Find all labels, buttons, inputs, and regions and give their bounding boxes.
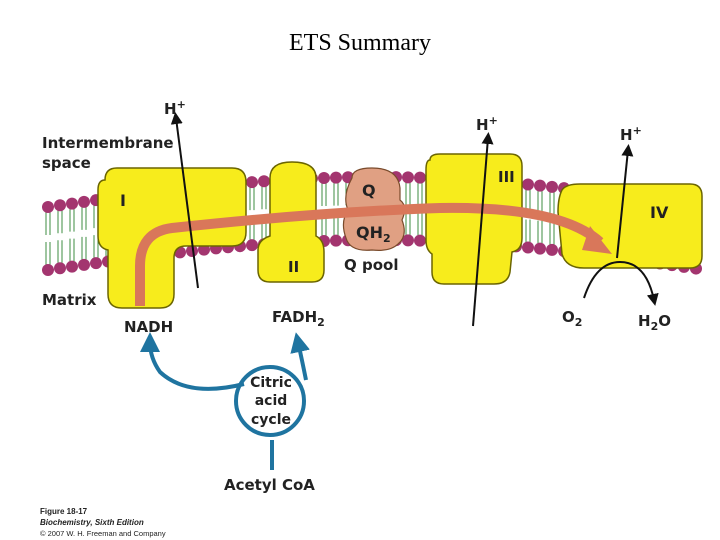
oxygen-reduction-arrow: [583, 260, 659, 306]
complex-iv-label: IV: [650, 203, 669, 222]
lipid-tail: [69, 238, 75, 263]
fadh2-label: FADH2: [272, 308, 325, 329]
intermembrane-label-line1: Intermembrane: [42, 134, 174, 152]
lipid-head: [42, 201, 54, 213]
q-pool-label: Q pool: [344, 256, 398, 274]
electron-path: [135, 202, 604, 306]
lipid-head: [66, 197, 78, 210]
lipid-head: [330, 171, 342, 184]
book-title: Biochemistry, Sixth Edition: [40, 518, 144, 527]
citric-label-line2: acid: [255, 393, 288, 409]
lipid-head: [54, 262, 66, 275]
electron-path-arrowhead: [582, 226, 612, 254]
page-title: ETS Summary: [289, 30, 431, 56]
acetyl-coa-label: Acetyl CoA: [224, 476, 315, 494]
lipid-head: [402, 234, 414, 247]
lipid-head: [414, 171, 426, 184]
lipid-head: [78, 258, 90, 271]
complex-ii-label: II: [288, 258, 299, 276]
lipid-tail: [549, 221, 555, 246]
lipid-head: [402, 171, 414, 184]
lipid-head: [78, 195, 90, 208]
lipid-head: [546, 180, 558, 193]
lipid-tail: [417, 212, 423, 237]
lipid-tail: [81, 236, 87, 261]
lipid-head: [258, 175, 270, 188]
lipid-tail: [321, 181, 327, 206]
qh2-label: QH2: [356, 223, 391, 245]
citric-to-fadh2-arrow: [290, 332, 310, 381]
lipid-tail: [405, 212, 411, 237]
complex-iii: [425, 153, 523, 285]
h-plus-label-i: H+: [164, 98, 186, 118]
lipid-head: [522, 241, 534, 254]
lipid-head: [546, 243, 558, 256]
proton-arrow-complex-iii: [472, 132, 494, 327]
lipid-tail: [537, 220, 543, 245]
lipid-head: [534, 242, 546, 255]
complex-ii: [257, 161, 325, 283]
h-plus-label-iii: H+: [476, 114, 498, 134]
lipid-tail: [261, 185, 267, 210]
complex-i: [97, 167, 247, 309]
h2o-label: H2O: [638, 312, 671, 333]
h-plus-label-iv: H+: [620, 124, 642, 144]
proton-arrow-complex-i: [170, 112, 199, 289]
lipid-tail: [69, 207, 75, 232]
lipid-head: [54, 199, 66, 212]
lipid-tail: [525, 219, 531, 244]
lipid-tail: [405, 181, 411, 206]
lipid-tail: [57, 209, 63, 234]
lipid-tail: [45, 211, 51, 235]
citric-label-line1: Citric: [250, 375, 292, 391]
citric-acid-cycle-loop: [234, 365, 306, 437]
proton-arrow-complex-iv: [616, 144, 634, 259]
complex-i-label: I: [120, 191, 126, 210]
o2-label: O2: [562, 308, 582, 329]
lipid-tail: [537, 189, 543, 214]
lipid-head: [66, 260, 78, 273]
lipid-tail: [57, 240, 63, 265]
figure-number: Figure 18-17: [40, 507, 88, 516]
citric-label-line3: cycle: [251, 412, 291, 428]
lipid-head: [186, 244, 198, 257]
lipid-tail: [549, 190, 555, 215]
lipid-tail: [45, 242, 51, 266]
lipid-head: [522, 178, 534, 191]
matrix-label: Matrix: [42, 291, 97, 309]
nadh-label: NADH: [124, 318, 173, 336]
lipid-tail: [249, 186, 255, 211]
copyright: © 2007 W. H. Freeman and Company: [40, 529, 166, 538]
lipid-head: [330, 234, 342, 247]
lipid-head: [246, 176, 258, 189]
lipid-head: [90, 257, 102, 270]
lipid-head: [414, 234, 426, 247]
lipid-head: [246, 239, 258, 252]
lipid-tail: [81, 205, 87, 230]
citric-to-nadh-arrow: [140, 332, 245, 391]
intermembrane-label-line2: space: [42, 154, 91, 172]
lipid-head: [318, 171, 330, 184]
lipid-tail: [333, 181, 339, 206]
lipid-tail: [417, 181, 423, 206]
lipid-head: [534, 179, 546, 192]
complex-iii-label: III: [498, 168, 515, 186]
q-label: Q: [362, 181, 376, 200]
lipid-head: [42, 264, 54, 276]
